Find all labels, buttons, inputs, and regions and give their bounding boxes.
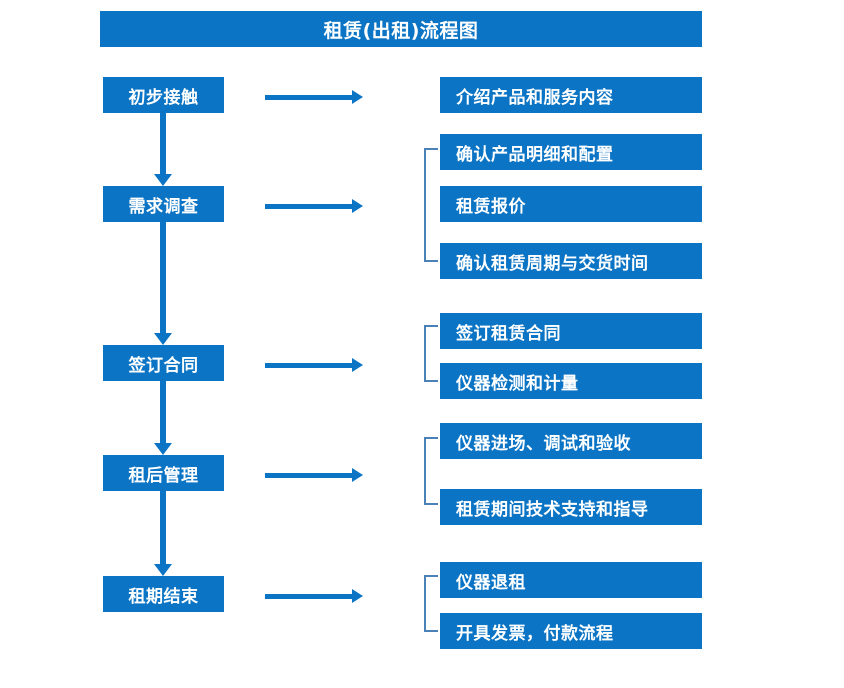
stage-box-5[interactable]: 租期结束 (103, 576, 224, 612)
stage-arrow-right-2 (265, 199, 363, 213)
detail-box-7[interactable]: 仪器进场、调试和验收 (440, 423, 702, 459)
stage-box-2[interactable]: 需求调查 (103, 186, 224, 222)
group-bracket-2 (424, 325, 438, 382)
detail-box-10[interactable]: 开具发票，付款流程 (440, 613, 702, 649)
flow-arrow-down-2 (154, 222, 172, 345)
stage-arrow-right-5 (265, 589, 363, 603)
flow-arrow-down-3 (154, 381, 172, 455)
detail-box-1[interactable]: 介绍产品和服务内容 (440, 77, 702, 113)
stage-arrow-right-4 (265, 468, 363, 482)
detail-box-8[interactable]: 租赁期间技术支持和指导 (440, 489, 702, 525)
group-bracket-4 (424, 575, 438, 632)
detail-box-2[interactable]: 确认产品明细和配置 (440, 134, 702, 170)
stage-box-1[interactable]: 初步接触 (103, 77, 224, 113)
page-title: 租赁(出租)流程图 (100, 11, 702, 47)
group-bracket-1 (424, 148, 438, 262)
detail-box-9[interactable]: 仪器退租 (440, 562, 702, 598)
detail-box-4[interactable]: 确认租赁周期与交货时间 (440, 243, 702, 279)
flow-arrow-down-1 (154, 113, 172, 186)
stage-arrow-right-3 (265, 358, 363, 372)
detail-box-3[interactable]: 租赁报价 (440, 186, 702, 222)
detail-box-5[interactable]: 签订租赁合同 (440, 313, 702, 349)
detail-box-6[interactable]: 仪器检测和计量 (440, 363, 702, 399)
stage-box-4[interactable]: 租后管理 (103, 455, 224, 491)
group-bracket-3 (424, 437, 438, 505)
flow-arrow-down-4 (154, 491, 172, 576)
stage-arrow-right-1 (265, 90, 363, 104)
stage-box-3[interactable]: 签订合同 (103, 345, 224, 381)
